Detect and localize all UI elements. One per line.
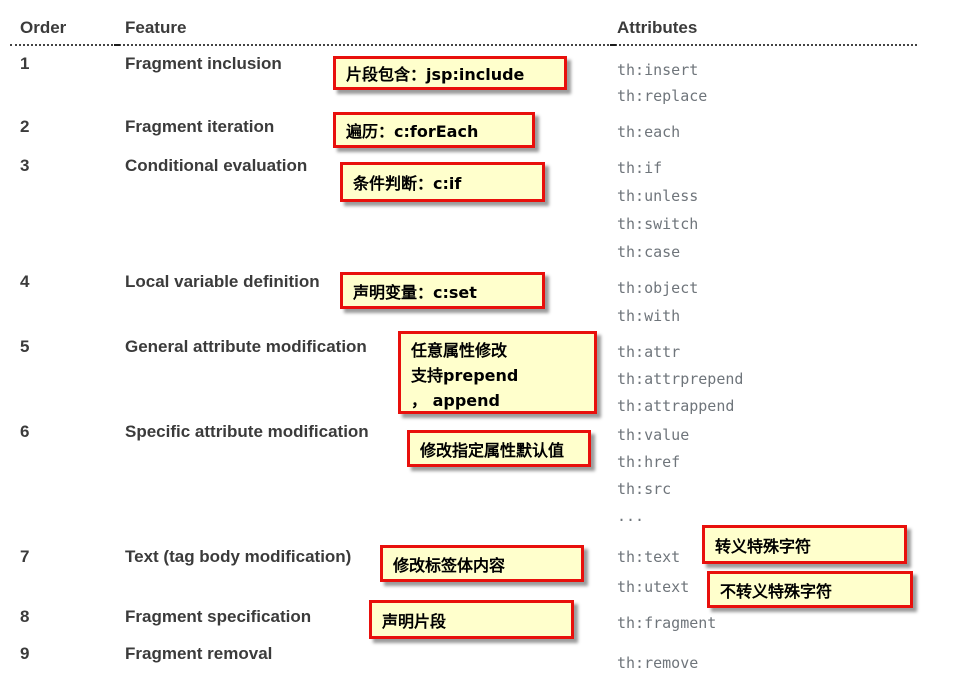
feature-cell: Specific attribute modification: [125, 422, 369, 441]
feature-cell: Fragment removal: [125, 644, 273, 663]
order-cell: 2: [20, 117, 30, 136]
attribute-line: th:switch: [617, 215, 699, 233]
annotation-fragment-inclusion: 片段包含：jsp:include: [333, 56, 567, 90]
column-header-order: Order: [20, 18, 67, 37]
annotation-fragment-specification: 声明片段: [369, 600, 574, 639]
column-header-feature: Feature: [125, 18, 187, 37]
attribute-list: th:each: [617, 119, 680, 145]
annotation-text-body: 修改标签体内容: [380, 545, 584, 582]
divider-joint: [114, 44, 120, 46]
attribute-line: th:href: [617, 453, 681, 471]
attribute-list: th:if th:unless th:switch th:case: [617, 154, 698, 266]
feature-cell: Text (tag body modification): [125, 547, 352, 566]
attribute-line: th:value: [617, 426, 690, 444]
feature-cell: Fragment inclusion: [125, 54, 282, 73]
attribute-line: th:remove: [617, 654, 699, 672]
attribute-line: th:src: [617, 480, 672, 498]
attribute-list: th:insert th:replace: [617, 57, 707, 109]
annotation-fragment-iteration: 遍历：c:forEach: [333, 112, 535, 148]
attribute-line: th:object: [617, 279, 699, 297]
attribute-line: th:replace: [617, 87, 708, 105]
annotation-line: 任意属性修改: [411, 341, 508, 360]
divider-joint: [610, 44, 616, 46]
attribute-line: th:utext: [617, 578, 690, 596]
feature-cell: Local variable definition: [125, 272, 320, 291]
annotation-line: 支持prepend: [411, 366, 519, 385]
annotation-line: ， append: [411, 391, 500, 410]
attribute-list: th:object th:with: [617, 274, 698, 330]
order-cell: 3: [20, 156, 30, 175]
attribute-line: th:text: [617, 548, 681, 566]
annotation-general-attribute: 任意属性修改 支持prepend ， append: [398, 331, 597, 414]
attribute-line: th:case: [617, 243, 681, 261]
attribute-line: th:if: [617, 159, 663, 177]
header-divider-line: [10, 44, 917, 46]
attribute-line: th:insert: [617, 61, 699, 79]
attribute-line: th:with: [617, 307, 681, 325]
annotation-conditional-evaluation: 条件判断：c:if: [340, 162, 545, 202]
attribute-line: th:unless: [617, 187, 699, 205]
attribute-line: th:fragment: [617, 614, 717, 632]
attribute-list: th:attr th:attrprepend th:attrappend: [617, 339, 743, 420]
order-cell: 6: [20, 422, 30, 441]
column-header-attributes: Attributes: [617, 18, 698, 37]
attribute-line: th:attr: [617, 343, 681, 361]
attribute-list: th:value th:href th:src ...: [617, 422, 689, 530]
feature-cell: Fragment specification: [125, 607, 312, 626]
annotation-local-variable: 声明变量：c:set: [340, 272, 545, 309]
order-cell: 8: [20, 607, 30, 626]
feature-cell: Conditional evaluation: [125, 156, 308, 175]
order-cell: 5: [20, 337, 30, 356]
order-cell: 1: [20, 54, 30, 73]
annotation-unescaped-text: 不转义特殊字符: [707, 571, 913, 608]
annotation-specific-attribute: 修改指定属性默认值: [407, 430, 591, 467]
order-cell: 7: [20, 547, 30, 566]
feature-cell: Fragment iteration: [125, 117, 275, 136]
feature-cell: General attribute modification: [125, 337, 367, 356]
attribute-list: th:remove: [617, 650, 698, 676]
attribute-list: th:text th:utext: [617, 542, 689, 602]
attribute-line: th:attrprepend: [617, 370, 744, 388]
attribute-line: ...: [617, 507, 645, 525]
annotation-escaped-text: 转义特殊字符: [702, 525, 907, 564]
order-cell: 9: [20, 644, 30, 663]
order-cell: 4: [20, 272, 30, 291]
attribute-line: th:attrappend: [617, 397, 735, 415]
attribute-list: th:fragment: [617, 610, 716, 636]
attribute-line: th:each: [617, 123, 681, 141]
